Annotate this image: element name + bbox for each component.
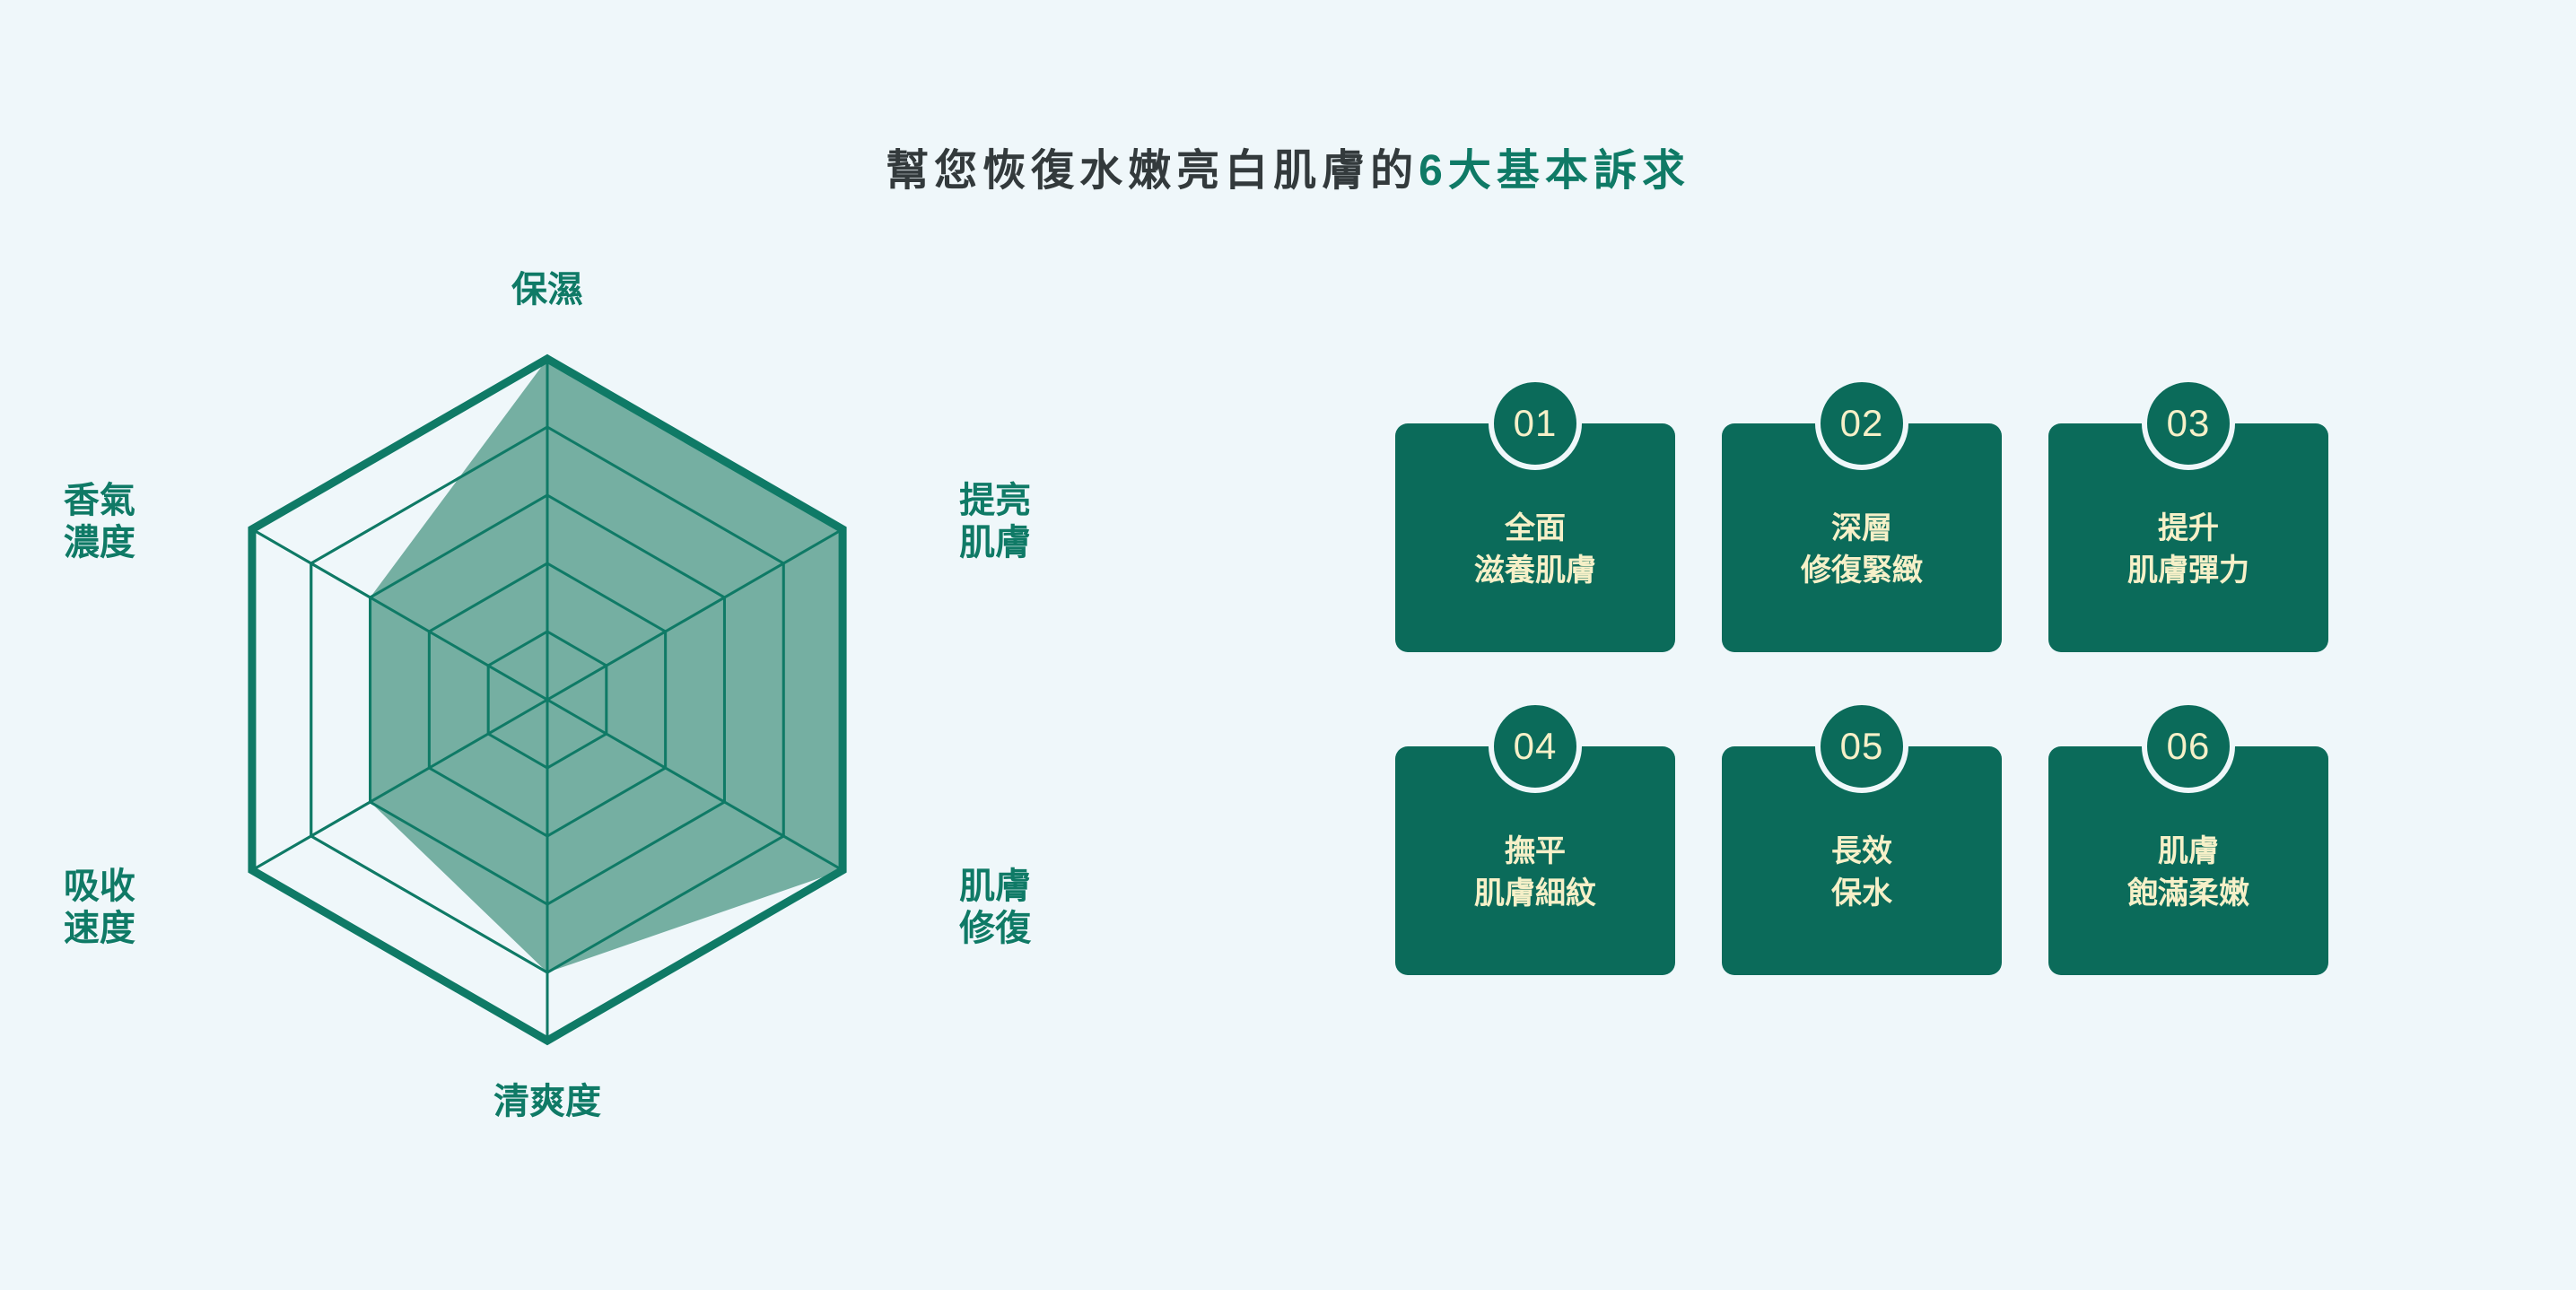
benefit-card-number: 02 [1839, 402, 1884, 444]
benefit-card-number: 04 [1513, 725, 1558, 767]
benefit-card-04[interactable]: 04 撫平肌膚細紋 [1395, 700, 1675, 975]
benefit-card-number-badge: 05 [1815, 700, 1908, 793]
benefit-card-text: 長效保水 [1831, 831, 1892, 915]
radar-axis-label-repair: 肌膚修復 [959, 866, 1031, 950]
radar-axis-label-line: 濃度 [63, 523, 135, 563]
benefit-card-number: 03 [2166, 402, 2211, 444]
benefit-card-number: 01 [1513, 402, 1558, 444]
benefit-card-text: 肌膚飽滿柔嫩 [2127, 831, 2249, 915]
benefit-card-text-line1: 全面 [1505, 510, 1566, 545]
benefit-card-text: 撫平肌膚細紋 [1474, 831, 1596, 915]
radar-axis-label-brighten: 提亮肌膚 [959, 480, 1031, 564]
radar-axis-label-line: 肌膚 [959, 523, 1032, 563]
benefit-card-number-badge: 06 [2142, 700, 2235, 793]
benefit-card-02[interactable]: 02 深層修復緊緻 [1722, 377, 2002, 652]
radar-axis-spoke-overlay [546, 527, 843, 702]
radar-axis-spoke-overlay [546, 698, 843, 872]
page-title: 幫您恢復水嫩亮白肌膚的6大基本訴求 [0, 135, 2576, 197]
benefit-card-text-line2: 滋養肌膚 [1474, 553, 1596, 588]
benefit-card-text-line2: 修復緊緻 [1801, 553, 1923, 588]
benefit-card-text-line2: 飽滿柔嫩 [2127, 876, 2249, 911]
radar-axis-label-line: 香氣 [63, 481, 135, 520]
benefit-card-03[interactable]: 03 提升肌膚彈力 [2048, 377, 2328, 652]
radar-axis-label-line: 速度 [63, 909, 135, 949]
benefit-card-row: 01 全面滋養肌膚 02 深層修復緊緻 03 提升肌膚彈力 [1395, 377, 2346, 652]
radar-axis-spoke-overlay [251, 527, 548, 702]
benefit-card-text-line1: 深層 [1831, 510, 1892, 545]
benefit-card-text-line2: 保水 [1831, 876, 1892, 911]
benefit-card-text: 全面滋養肌膚 [1474, 508, 1596, 592]
benefit-card-text-line2: 肌膚細紋 [1474, 876, 1596, 911]
benefit-card-text-line1: 撫平 [1505, 833, 1566, 868]
radar-axis-label-line: 提亮 [959, 481, 1032, 520]
benefit-card-number: 06 [2166, 725, 2211, 767]
benefit-card-text-line1: 肌膚 [2158, 833, 2219, 868]
benefit-card-number-badge: 02 [1815, 377, 1908, 470]
radar-chart: 保濕 提亮肌膚 肌膚修復 清爽度 吸收速度 香氣濃度 [64, 233, 1211, 1175]
radar-axis-label-line: 肌膚 [959, 867, 1032, 906]
radar-chart-svg [248, 353, 847, 1046]
benefit-card-number-badge: 04 [1489, 700, 1582, 793]
benefit-card-number: 05 [1839, 725, 1884, 767]
benefit-card-05[interactable]: 05 長效保水 [1722, 700, 2002, 975]
page-title-accent: 6大基本訴求 [1419, 147, 1690, 195]
benefit-card-text-line1: 提升 [2158, 510, 2219, 545]
benefit-card-row: 04 撫平肌膚細紋 05 長效保水 06 肌膚飽滿柔嫩 [1395, 700, 2346, 975]
benefit-card-grid: 01 全面滋養肌膚 02 深層修復緊緻 03 提升肌膚彈力 04 撫平肌膚細紋 05 長效保水 06… [1395, 377, 2346, 1023]
benefit-card-01[interactable]: 01 全面滋養肌膚 [1395, 377, 1675, 652]
radar-axis-label-moisture: 保濕 [511, 269, 583, 311]
benefit-card-number-badge: 01 [1489, 377, 1582, 470]
radar-axis-label-refreshing: 清爽度 [493, 1081, 601, 1123]
benefit-card-number-badge: 03 [2142, 377, 2235, 470]
radar-outer-boundary [248, 353, 847, 1046]
page-title-main: 幫您恢復水嫩亮白肌膚的 [886, 147, 1419, 195]
radar-axis-label-absorption: 吸收速度 [64, 866, 135, 950]
radar-axis-label-line: 清爽度 [493, 1082, 601, 1121]
benefit-card-text-line1: 長效 [1831, 833, 1892, 868]
radar-axis-label-line: 保濕 [511, 270, 583, 309]
radar-axis-spoke-overlay [251, 698, 548, 872]
benefit-card-06[interactable]: 06 肌膚飽滿柔嫩 [2048, 700, 2328, 975]
benefit-card-text-line2: 肌膚彈力 [2127, 553, 2249, 588]
benefit-card-text: 提升肌膚彈力 [2127, 508, 2249, 592]
radar-axis-label-line: 吸收 [63, 867, 135, 906]
radar-axis-label-fragrance: 香氣濃度 [64, 480, 135, 564]
benefit-card-text: 深層修復緊緻 [1801, 508, 1923, 592]
radar-axis-label-line: 修復 [959, 909, 1032, 949]
